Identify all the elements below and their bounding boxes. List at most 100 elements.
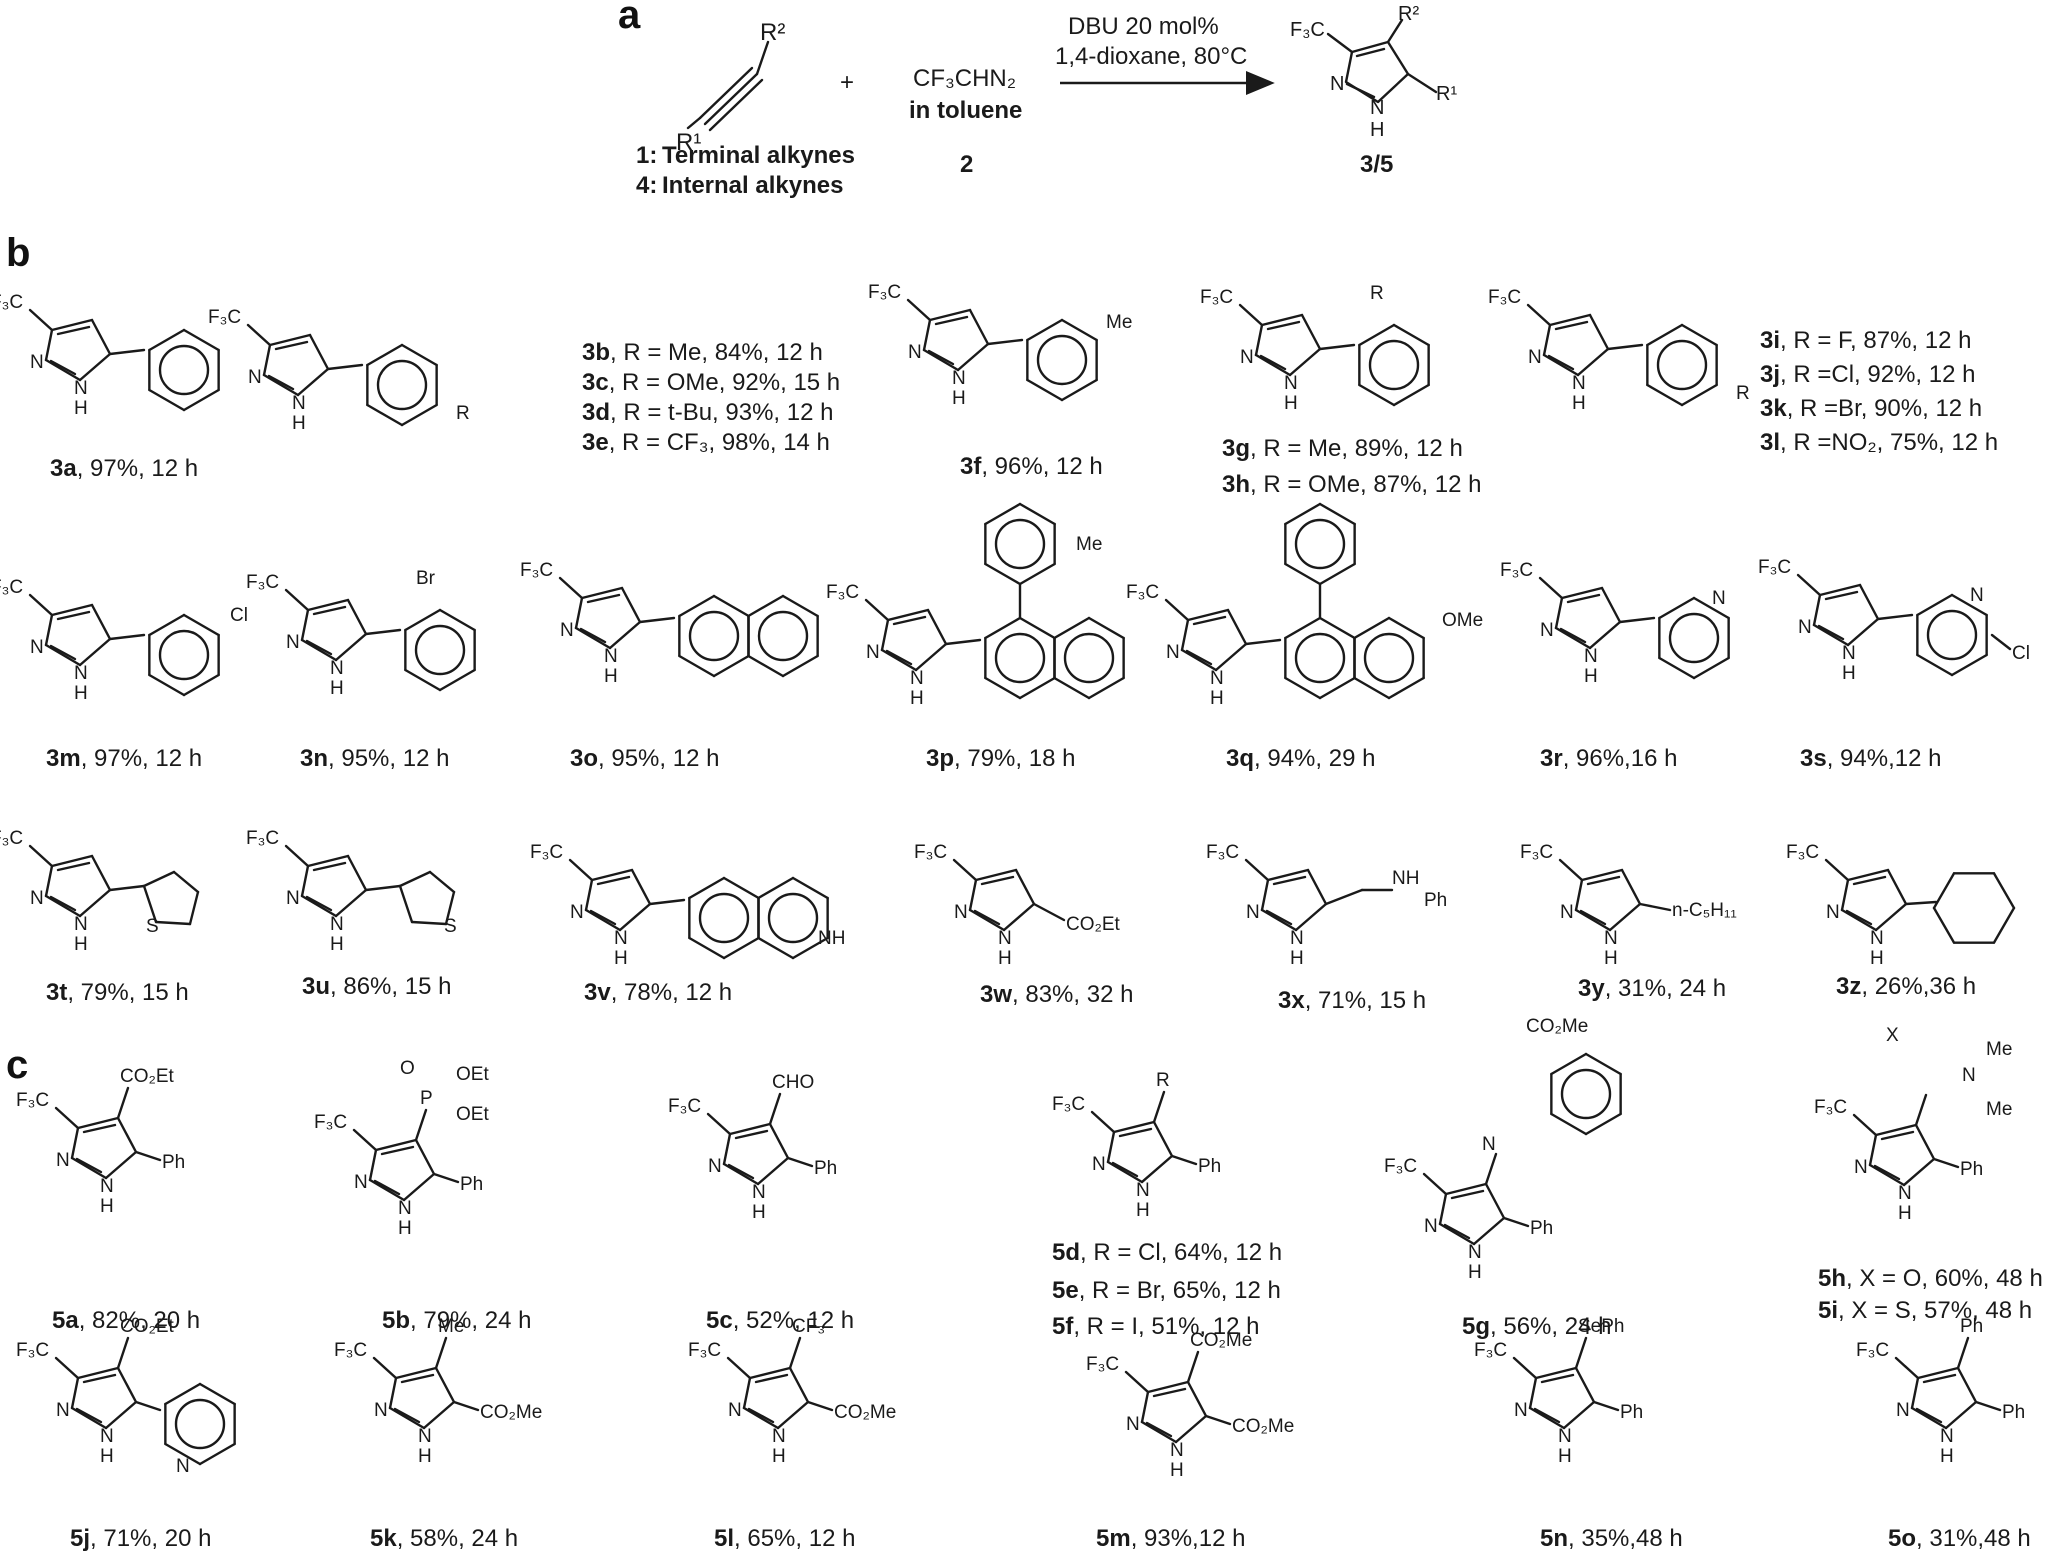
caption-5g: 5g, 56%, 24 h [1462,1313,1611,1340]
structure-5n-n2: N [1514,1400,1528,1421]
caption-3d-detail: , R = t-Bu, 93%, 12 h [610,399,833,426]
structure-5k-n2: N [374,1400,388,1421]
structure-3o-ring2-aromatic-ring [757,610,809,662]
structure-3p-h: H [910,688,924,709]
caption-3b-detail: , R = Me, 84%, 12 h [610,339,823,366]
structure-5j-pyridine-n: N [176,1456,190,1477]
caption-3r: 3r, 96%,16 h [1540,745,1677,772]
structure-3q-ome: OMe [1442,610,1483,631]
structure-3y-n1: N [1604,928,1618,949]
structure-5c-cf3: F₃C [668,1096,701,1117]
structure-5n-h: H [1558,1446,1572,1467]
product-nh: N [1370,97,1384,119]
condition-solvent-temp: 1,4-dioxane, 80°C [1055,43,1247,70]
structure-3m: F₃CNNHCl [0,577,248,704]
caption-5c-detail: , 52%, 12 h [733,1307,854,1334]
structure-3u-n2: N [286,888,300,909]
caption-5e-detail: , R = Br, 65%, 12 h [1079,1277,1281,1304]
caption-3p-id: 3p [926,745,954,772]
structure-3t-h: H [74,934,88,955]
caption-3x: 3x, 71%, 15 h [1278,987,1426,1014]
caption-5o-detail: , 31%,48 h [1916,1525,2031,1552]
caption-5l: 5l, 65%, 12 h [714,1525,855,1552]
caption-5n-id: 5n [1540,1525,1568,1552]
caption-3t-id: 3t [46,979,67,1006]
structure-3p-ring1-aromatic-ring [994,632,1046,684]
structure-3m-cf3: F₃C [0,577,23,598]
caption-3f-detail: , 96%, 12 h [981,453,1102,480]
caption-5m-detail: , 93%,12 h [1131,1525,1246,1552]
structure-5g-indole-benzo-aromatic-ring [1560,1068,1612,1120]
structure-5h-5i-n2: N [1854,1157,1868,1178]
structure-3w-cf3: F₃C [914,842,947,863]
structure-5m-n2: N [1126,1414,1140,1435]
caption-3k: 3k, R =Br, 90%, 12 h [1760,395,1982,422]
structure-5b-oet2: OEt [456,1104,489,1125]
condition-catalyst: DBU 20 mol% [1068,13,1219,40]
caption-3e-id: 3e [582,429,609,456]
caption-3p: 3p, 79%, 18 h [926,745,1075,772]
structure-3g-3h-cf3: F₃C [1200,287,1233,308]
structure-5n-n1: N [1558,1426,1572,1447]
structure-5j-h: H [100,1446,114,1467]
caption-3v: 3v, 78%, 12 h [584,979,732,1006]
caption-3c-id: 3c [582,369,609,396]
product-cf3: F₃C [1290,19,1325,41]
caption-5n: 5n, 35%,48 h [1540,1525,1683,1552]
structure-5h-5i-amide-n: N [1962,1065,1976,1086]
structure-3m-n1: N [74,663,88,684]
structure-3a-n1: N [74,378,88,399]
alkyne-label-terminal-num: 1: [636,142,657,169]
structure-3q-n1: N [1210,668,1224,689]
caption-5b-id: 5b [382,1307,410,1334]
structure-5l-n2: N [728,1400,742,1421]
structure-3b-3e-aromatic-ring [376,359,428,411]
structure-3p-n2: N [866,642,880,663]
product-r2: R² [1398,3,1419,25]
structure-3q-ring3-aromatic-ring [1294,518,1346,570]
reagent-formula: CF₃CHN₂ [913,65,1016,92]
caption-3d-id: 3d [582,399,610,426]
caption-3v-detail: , 78%, 12 h [611,979,732,1006]
structure-5a-h: H [100,1196,114,1217]
structure-3z-n2: N [1826,902,1840,923]
structure-3f-h: H [952,388,966,409]
caption-3q: 3q, 94%, 29 h [1226,745,1375,772]
structure-3b-3e-n2: N [248,367,262,388]
structure-3q-cf3: F₃C [1126,582,1159,603]
caption-5l-id: 5l [714,1525,734,1552]
structure-5g-co2me: CO₂Me [1526,1016,1588,1037]
structure-5k-n1: N [418,1426,432,1447]
structure-3o-n1: N [604,646,618,667]
structure-5j-n1: N [100,1426,114,1447]
caption-3g: 3g, R = Me, 89%, 12 h [1222,435,1463,462]
caption-3s-id: 3s [1800,745,1827,772]
caption-3a-id: 3a [50,455,77,482]
structure-5b-r5: Ph [460,1174,483,1195]
structure-3v-cf3: F₃C [530,842,563,863]
structure-5k-h: H [418,1446,432,1467]
structure-3a-h: H [74,398,88,419]
structure-5l-r5: CO₂Me [834,1402,896,1423]
reagent-solvent: in toluene [909,97,1022,124]
caption-5i-detail: , X = S, 57%, 48 h [1838,1297,2032,1324]
structure-3p-ring2-aromatic-ring [1063,632,1115,684]
structure-3i-3l-r: R [1736,383,1750,404]
structure-5j-cf3: F₃C [16,1340,49,1361]
structure-3a-cf3: F₃C [0,292,23,313]
caption-5k-id: 5k [370,1525,397,1552]
caption-3e-detail: , R = CF₃, 98%, 14 h [609,429,830,456]
alkyne-label-internal-text: Internal alkynes [662,172,843,199]
structure-5c-r5: Ph [814,1158,837,1179]
structure-5d-5f-r5: Ph [1198,1156,1221,1177]
structure-3r-cf3: F₃C [1500,560,1533,581]
panel-label-c: c [6,1043,28,1087]
